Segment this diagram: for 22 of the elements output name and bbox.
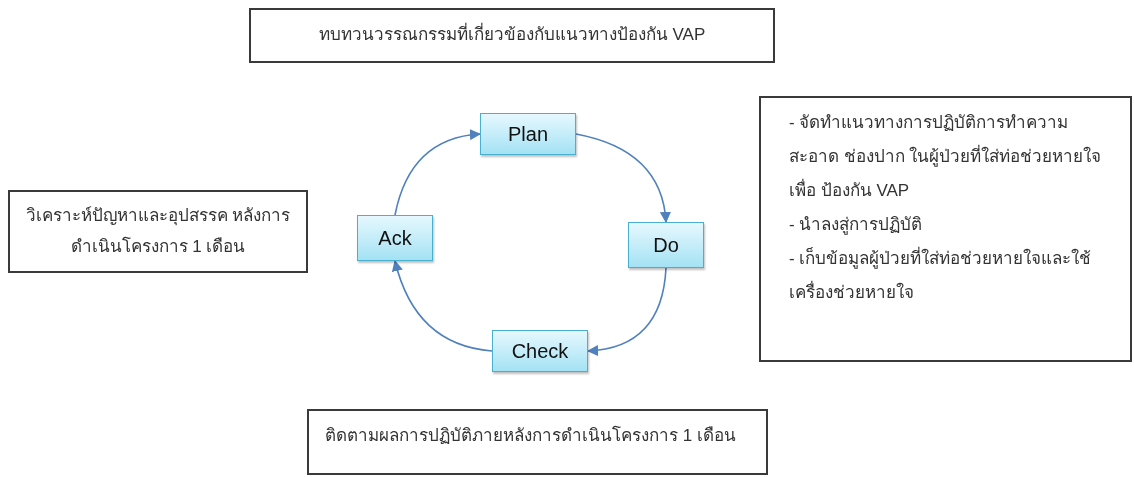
node-text: - เก็บข้อมูลผู้ป่วยที่ใส่ท่อช่วยหายใจและใช้ เครื่องช่วยหายใจ (789, 242, 1118, 310)
node-text: Plan (508, 122, 548, 147)
note-box (8, 190, 308, 273)
curved-arrow (394, 129, 482, 216)
cycle-step-box (480, 113, 576, 155)
cycle-step-box (628, 222, 704, 268)
node-text: - จัดทำแนวทางการปฏิบัติการทำความ สะอาด ช่องปาก ในผู้ป่วยที่ใส่ท่อช่วยหายใจ เพื่อ ป้องกัน VAP (789, 112, 1103, 202)
node-text: วิเคราะห์ปัญหาและอุปสรรค หลังการดำเนินโครงการ 1 เดือน (24, 204, 292, 258)
node-text: ทบทวนวรรณกรรมที่เกี่ยวข้องกับแนวทางป้องกัน VAP (318, 20, 706, 51)
node-text: - นำลงสู่การปฏิบัติ (789, 214, 923, 237)
node-text: ติดตามผลการปฏิบัติภายหลังการดำเนินโครงการ 1 เดือน (325, 424, 736, 447)
node-text: Ack (378, 226, 412, 251)
cycle-step-box (492, 330, 588, 372)
node-text: Do (653, 233, 679, 258)
node-text: Check (511, 339, 569, 364)
cycle-step-box (357, 215, 433, 261)
note-box (759, 96, 1132, 362)
curved-arrow (392, 259, 493, 352)
curved-arrow (575, 133, 671, 224)
note-box (249, 8, 775, 63)
note-box (307, 409, 768, 475)
curved-arrow (586, 267, 667, 356)
